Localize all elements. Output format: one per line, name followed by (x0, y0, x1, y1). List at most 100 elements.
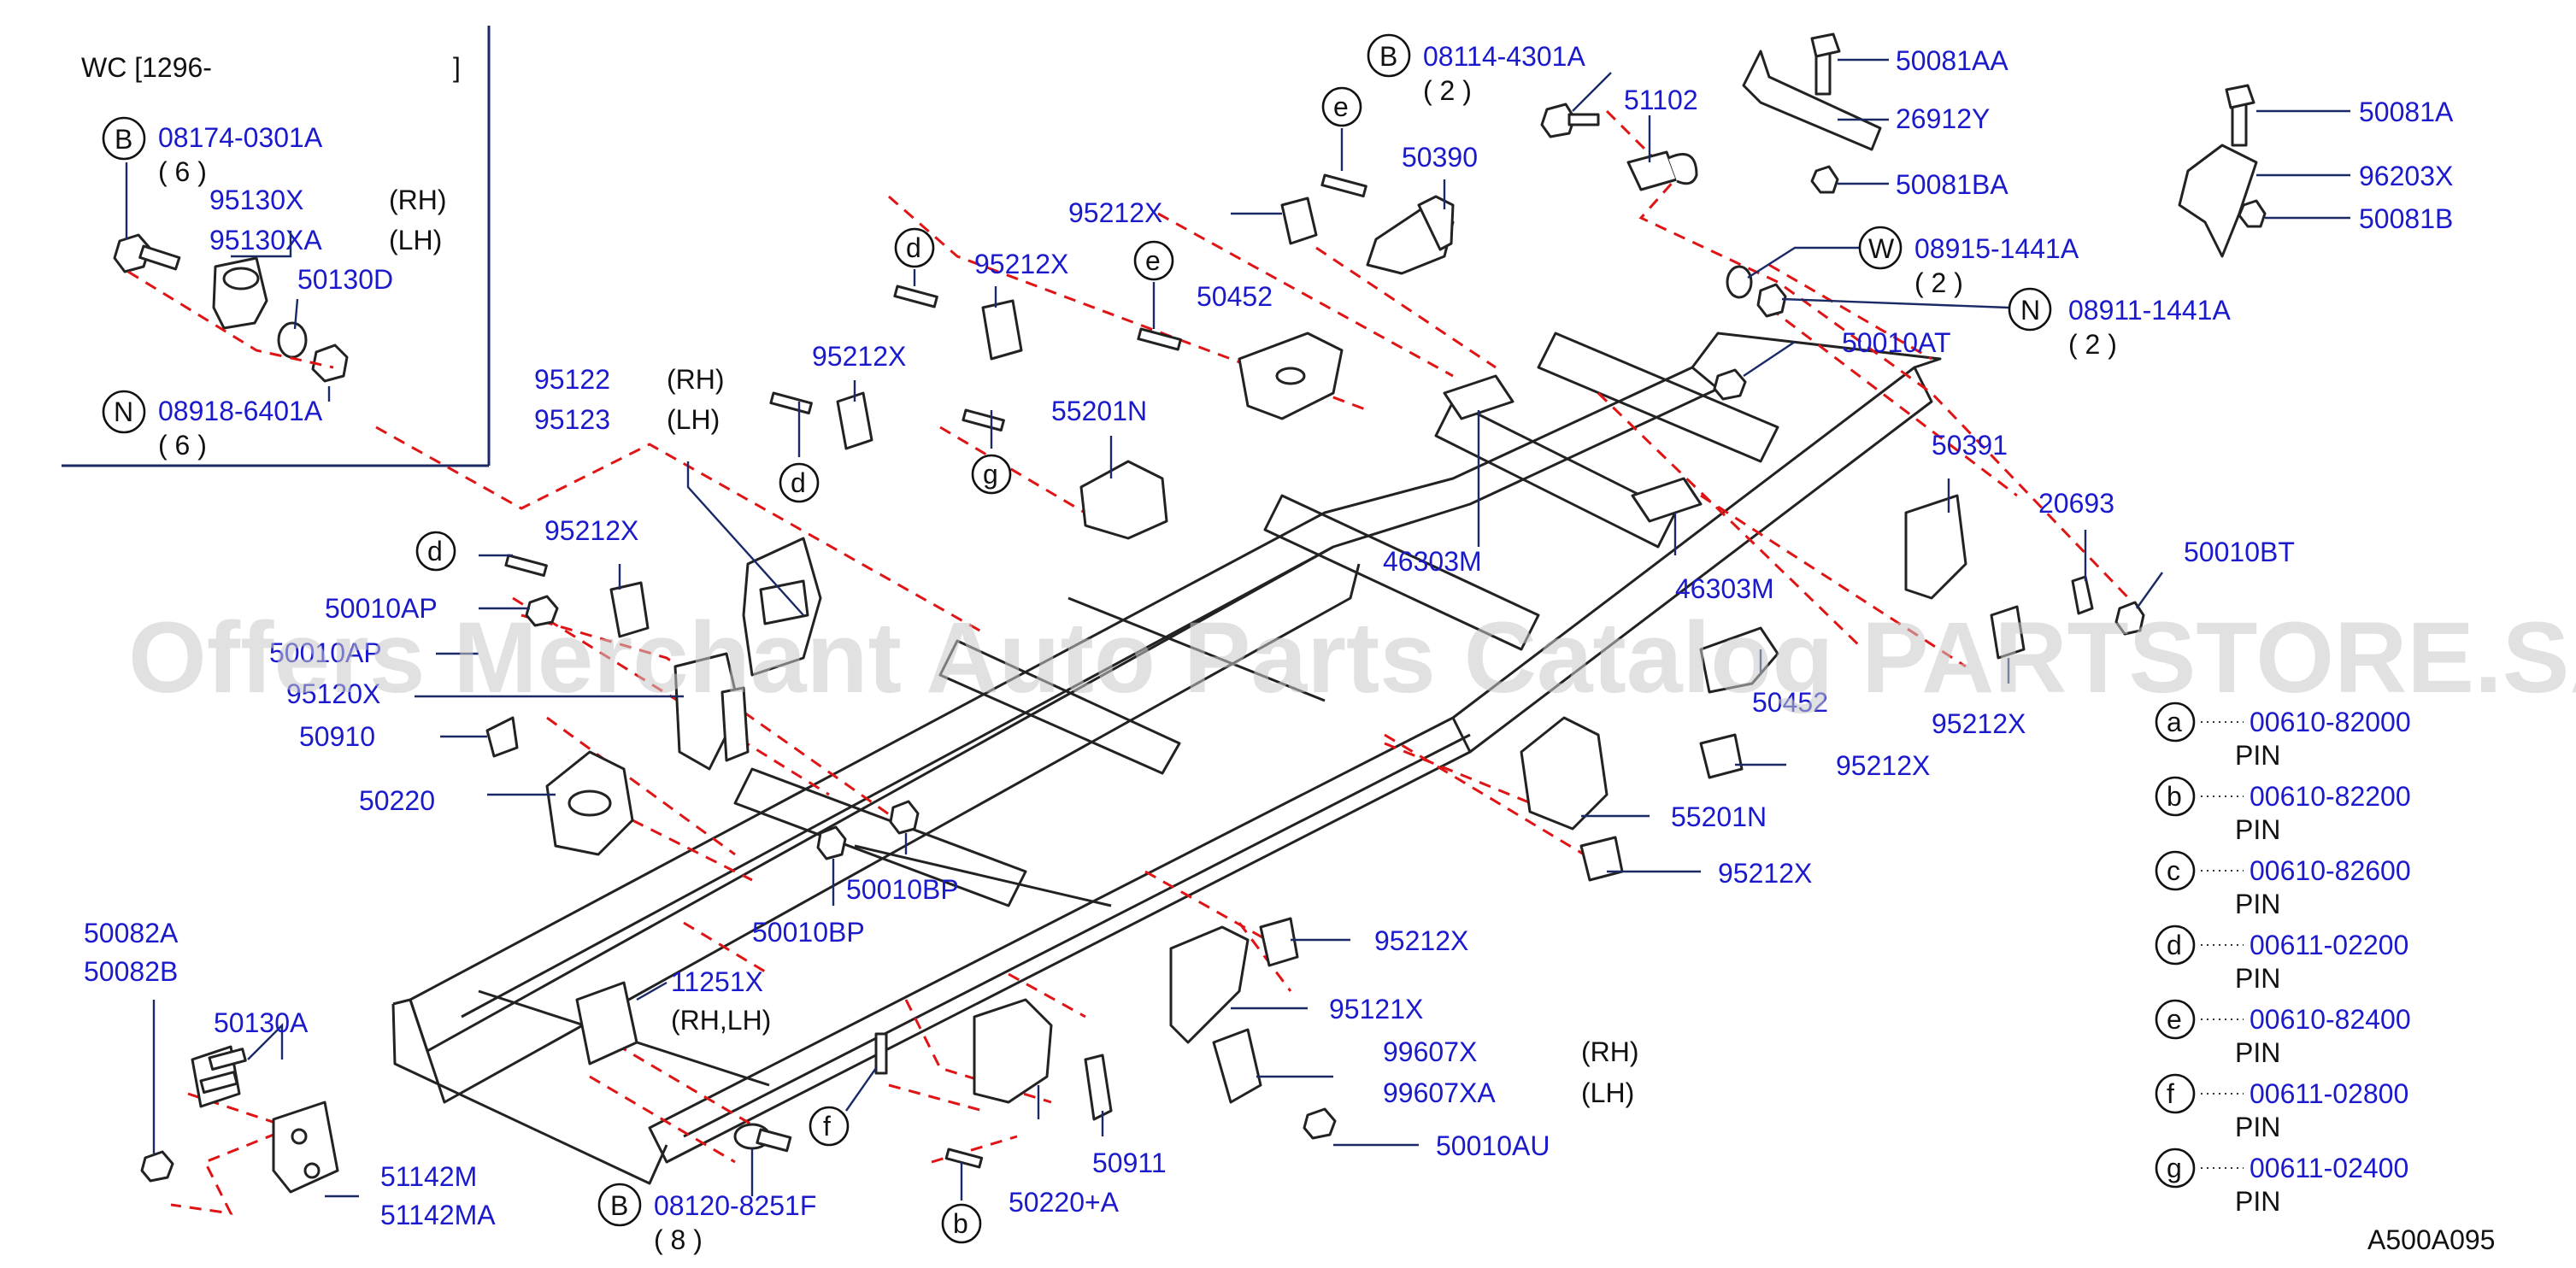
badge-b-circle-2 (597, 1183, 642, 1227)
label-95120x[interactable]: 95120X (286, 678, 380, 709)
label-46303m-a[interactable]: 46303M (1383, 546, 1482, 577)
label-50010au[interactable]: 50010AU (1436, 1130, 1550, 1161)
badge-n-circle (2008, 287, 2052, 332)
label-50220a[interactable]: 50220+A (1009, 1187, 1120, 1218)
label-50452-top[interactable]: 50452 (1197, 281, 1273, 312)
pin-key-circle (2155, 999, 2196, 1040)
pin-description: PIN (2235, 740, 2280, 771)
label-95121x[interactable]: 95121X (1329, 994, 1423, 1024)
label-50220[interactable]: 50220 (359, 785, 435, 816)
pin-part-number[interactable]: 00610-82400 (2250, 1004, 2411, 1035)
label-95212x-left[interactable]: 95212X (812, 341, 906, 372)
pin-key-circle (2155, 1073, 2196, 1114)
pin-part-number[interactable]: 00611-02200 (2250, 930, 2408, 960)
label-95212x-b1[interactable]: 95212X (1374, 925, 1468, 956)
label-08114[interactable]: 08114-4301A (1423, 41, 1585, 72)
pin-part-number[interactable]: 00610-82000 (2250, 707, 2411, 737)
label-lh: (LH) (667, 404, 720, 435)
label-20693[interactable]: 20693 (2038, 488, 2114, 519)
callout-e2: e (1145, 245, 1161, 276)
pin-key: e (2167, 1004, 2182, 1035)
label-51102[interactable]: 51102 (1624, 85, 1698, 115)
label-11251x[interactable]: 11251X (671, 966, 763, 997)
label-11251x-side: (RH,LH) (671, 1005, 771, 1036)
label-08915-qty: ( 2 ) (1914, 267, 1963, 298)
label-51142ma[interactable]: 51142MA (380, 1200, 496, 1230)
label-99607xa-lh: (LH) (1581, 1077, 1634, 1108)
label-96203x[interactable]: 96203X (2359, 161, 2453, 191)
label-50010ap[interactable]: 50010AP (325, 593, 438, 624)
label-rh: (RH) (667, 364, 725, 395)
label-95212x-l2[interactable]: 95212X (544, 515, 638, 546)
label-95212x-top[interactable]: 95212X (1068, 197, 1162, 228)
label-50081a[interactable]: 50081A (2359, 97, 2454, 127)
label-55201n-r[interactable]: 55201N (1671, 801, 1767, 832)
label-50082b[interactable]: 50082B (84, 956, 178, 987)
label-95212x-r1[interactable]: 95212X (1836, 750, 1930, 781)
label-51142m[interactable]: 51142M (380, 1161, 477, 1192)
pin-description: PIN (2235, 1186, 2280, 1217)
label-50081b[interactable]: 50081B (2359, 203, 2453, 234)
label-50010at[interactable]: 50010AT (1842, 327, 1951, 358)
label-08120[interactable]: 08120-8251F (654, 1190, 816, 1221)
callout-d2-circle (779, 462, 820, 503)
label-50010ap-2[interactable]: 50010AP (269, 637, 382, 668)
leader-lines (152, 58, 2350, 1200)
label-95212x-r2[interactable]: 95212X (1932, 708, 2026, 739)
callout-e: e (1333, 91, 1349, 122)
label-50010bt[interactable]: 50010BT (2184, 537, 2295, 567)
label-50081aa[interactable]: 50081AA (1896, 45, 2008, 76)
part-icons (140, 32, 2267, 1194)
pin-key-circle (2155, 1148, 2196, 1189)
callout-e2-circle (1133, 240, 1174, 281)
label-26912y[interactable]: 26912Y (1896, 103, 1990, 134)
callout-d3-circle (415, 531, 456, 572)
label-08911-qty: ( 2 ) (2068, 329, 2117, 360)
label-99607x[interactable]: 99607X (1383, 1036, 1477, 1067)
inset-bolt-label[interactable]: 08174-0301A (158, 122, 323, 153)
label-55201n-top[interactable]: 55201N (1051, 396, 1147, 426)
inset-bracket-lh-label[interactable]: 95130XA (209, 225, 322, 255)
label-50452-r[interactable]: 50452 (1752, 687, 1828, 718)
label-50010bp-a[interactable]: 50010BP (846, 874, 959, 905)
pin-key: f (2167, 1078, 2174, 1109)
label-50391[interactable]: 50391 (1932, 430, 2008, 461)
pin-key: g (2167, 1153, 2182, 1183)
label-95122[interactable]: 95122 (534, 364, 610, 395)
label-99607xa[interactable]: 99607XA (1383, 1077, 1496, 1108)
label-50082a[interactable]: 50082A (84, 918, 179, 948)
inset-nut-qty: ( 6 ) (158, 430, 207, 461)
pin-part-number[interactable]: 00611-02400 (2250, 1153, 2408, 1183)
label-95212x-mid[interactable]: 95212X (974, 249, 1068, 279)
inset-lh: (LH) (389, 225, 442, 255)
label-46303m-b[interactable]: 46303M (1675, 573, 1774, 604)
pin-part-number[interactable]: 00611-02800 (2250, 1078, 2408, 1109)
diagram-id: A500A095 (2367, 1224, 2495, 1255)
badge-b-circle (102, 116, 146, 161)
label-50081ba[interactable]: 50081BA (1896, 169, 2008, 200)
label-95212x-b2[interactable]: 95212X (1718, 858, 1812, 889)
inset-bracket-rh-label[interactable]: 95130X (209, 185, 303, 215)
label-50010bp-b[interactable]: 50010BP (752, 917, 865, 948)
inset-nut-label[interactable]: 08918-6401A (158, 396, 323, 426)
callout-d2: d (791, 467, 806, 498)
pin-key: a (2167, 707, 2182, 737)
callout-d: d (906, 232, 921, 263)
pin-part-number[interactable]: 00610-82200 (2250, 781, 2411, 812)
label-50390[interactable]: 50390 (1402, 142, 1478, 173)
inset-washer-label[interactable]: 50130D (297, 264, 393, 295)
label-50130a[interactable]: 50130A (214, 1007, 309, 1038)
pin-part-number[interactable]: 00610-82600 (2250, 855, 2411, 886)
label-50911[interactable]: 50911 (1092, 1148, 1167, 1178)
label-08915[interactable]: 08915-1441A (1914, 233, 2079, 264)
label-50910[interactable]: 50910 (299, 721, 375, 752)
label-08911[interactable]: 08911-1441A (2068, 295, 2231, 326)
label-95123[interactable]: 95123 (534, 404, 610, 435)
